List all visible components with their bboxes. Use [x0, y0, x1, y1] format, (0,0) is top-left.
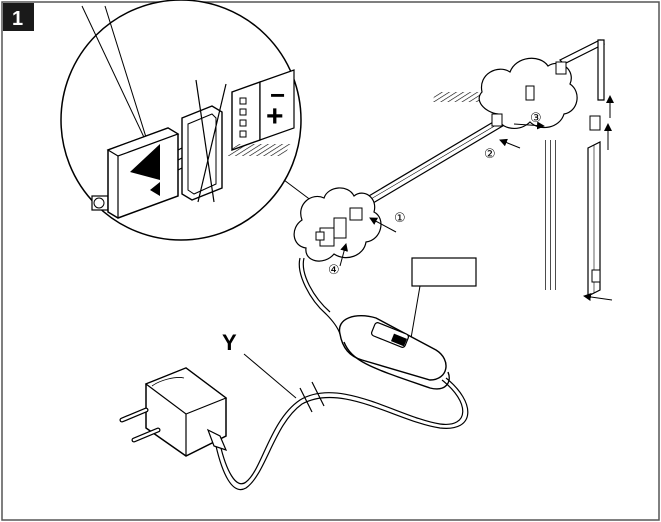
callout-2-label: ②: [484, 147, 496, 162]
detail-cloud-right: [478, 57, 578, 130]
power-adapter: [119, 367, 228, 457]
inline-switch: [338, 315, 450, 390]
wrong-socket: [181, 79, 227, 203]
magnifier-circle: − +: [60, 0, 317, 241]
callout-3: ③: [513, 111, 545, 130]
detail-cloud-left: [293, 187, 382, 262]
cable-label-y: Y: [222, 330, 297, 399]
callout-2: ②: [484, 138, 521, 162]
direction-arrows: [583, 95, 614, 301]
plus-symbol: +: [266, 100, 284, 133]
wall-hatching: [227, 92, 557, 290]
polarity-arrow-small-icon: [150, 182, 160, 196]
led-strip-main: [351, 39, 606, 297]
cables: [215, 257, 469, 491]
minus-symbol: −: [270, 80, 285, 110]
callout-1: ①: [369, 211, 406, 233]
callout-4-label: ④: [328, 263, 340, 278]
callout-3-label: ③: [530, 111, 542, 126]
step-badge: 1: [3, 3, 34, 31]
cable-label-y-text: Y: [222, 330, 237, 355]
step-number: 1: [12, 8, 23, 30]
label-box: [411, 257, 477, 287]
callout-4: ④: [328, 243, 349, 278]
polarity-arrow-large-icon: [130, 144, 160, 180]
led-strip-end: − +: [231, 69, 295, 151]
callout-1-label: ①: [394, 211, 406, 226]
